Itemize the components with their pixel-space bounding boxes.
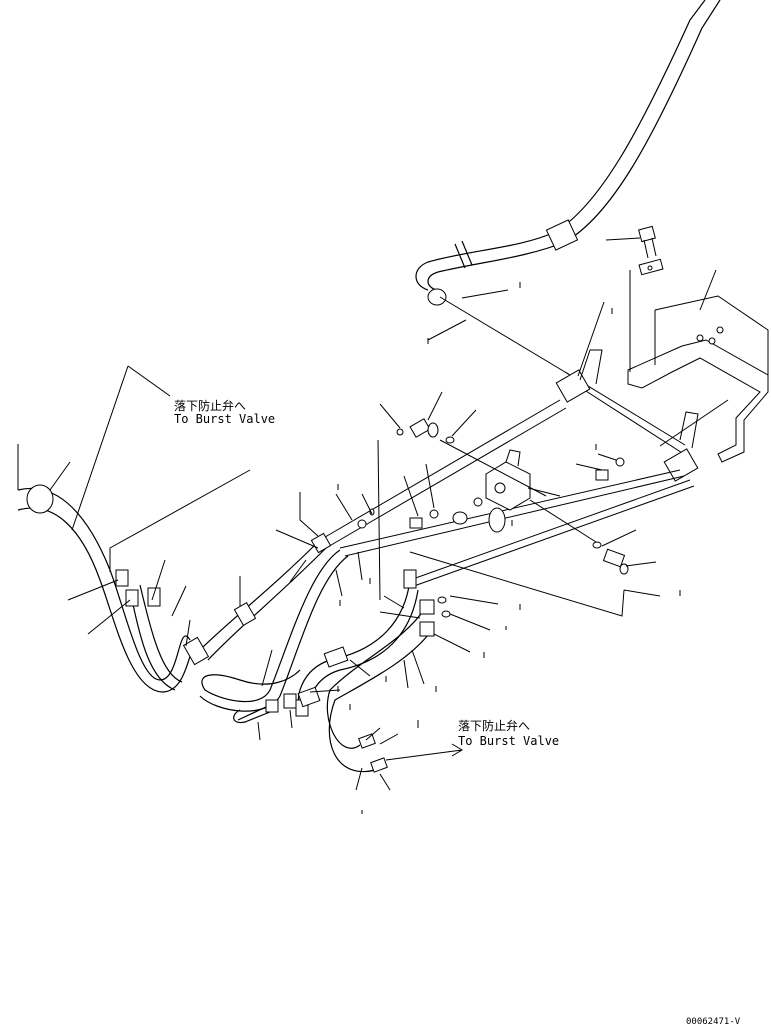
bolt-right [595,457,625,481]
leader-lines [17,237,729,791]
upper-hose-assembly [415,0,721,306]
burst-valve-note-bottom-jp: 落下防止弁へ [458,718,530,733]
valve-block [485,449,531,511]
figure-id: 00062471-V [686,1017,741,1026]
mounting-plate [627,295,769,463]
rail-assembly [439,296,699,482]
elbow-fitting-upper [396,418,455,444]
bolt-upper [638,225,664,276]
center-fittings [357,497,506,533]
burst-valve-note-top-jp: 落下防止弁へ [174,398,246,413]
center-hoses [199,549,451,773]
middle-pipe [319,399,695,587]
burst-valve-note-top-en: To Burst Valve [174,412,275,426]
left-hose-bundle [17,484,332,693]
burst-valve-note-bottom-en: To Burst Valve [458,734,559,748]
elbow-fitting-lower [592,541,629,575]
callout-ticks [299,282,681,814]
